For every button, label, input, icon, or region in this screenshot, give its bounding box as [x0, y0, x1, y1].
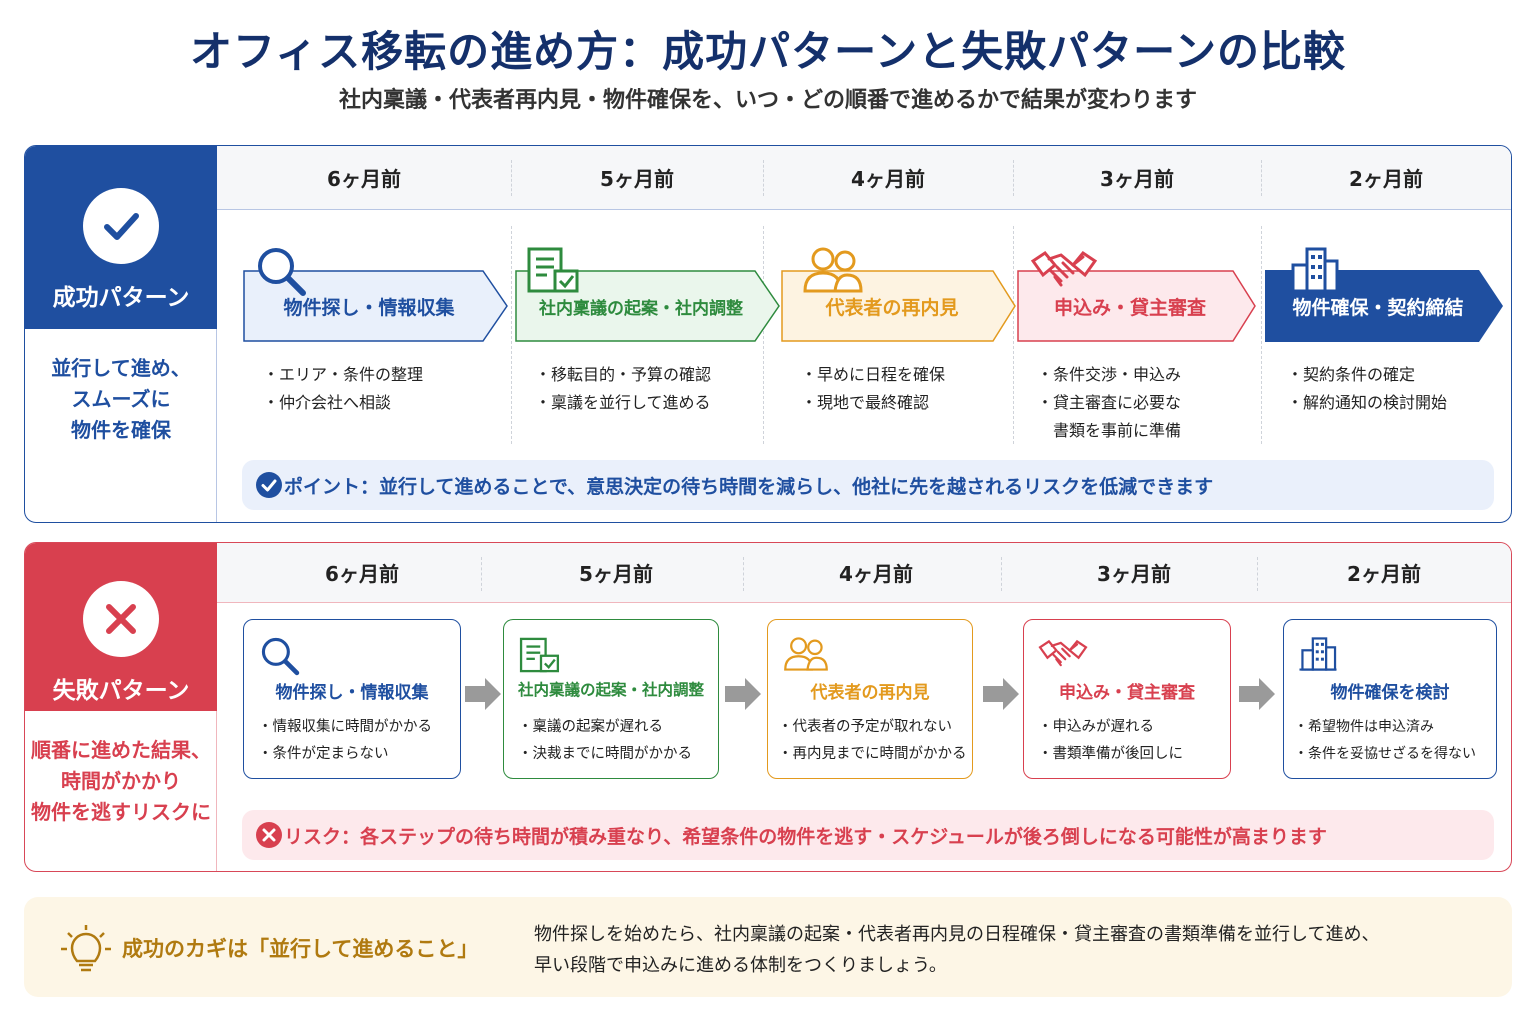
fail-step-3: 代表者の再内見 ・代表者の予定が取れない ・再内見までに時間がかかる [767, 619, 973, 779]
step-title: 物件探し・情報収集 [275, 683, 429, 703]
handshake-icon [1030, 243, 1098, 301]
success-month-header: 6ヶ月前 5ヶ月前 4ヶ月前 3ヶ月前 2ヶ月前 [217, 146, 1511, 210]
key-text: 物件探しを始めたら、社内稟議の起案・代表者再内見の日程確保・貸主審査の書類準備を… [534, 924, 1380, 976]
month-label: 5ヶ月前 [579, 562, 653, 586]
step-title: 物件探し・情報収集 [283, 296, 455, 319]
fail-label: 失敗パターン [52, 678, 190, 704]
fail-step-2: 社内稟議の起案・社内調整 ・稟議の起案が遅れる ・決裁までに時間がかかる [503, 619, 719, 779]
month-label: 5ヶ月前 [600, 167, 674, 191]
fail-step-1: 物件探し・情報収集 ・情報収集に時間がかかる ・条件が定まらない [243, 619, 461, 779]
fail-step-5: 物件確保を検討 ・希望物件は申込済み ・条件を妥協せざるを得ない [1283, 619, 1497, 779]
fail-step-4: 申込み・貸主審査 ・申込みが遅れる ・書類準備が後回しに [1023, 619, 1231, 779]
fail-risk-bar: リスク：各ステップの待ち時間が積み重なり、希望条件の物件を逃す・スケジュールが後… [242, 810, 1494, 860]
step-bullets: ・早めに日程を確保 ・現地で最終確認 [801, 365, 946, 412]
document-check-icon [518, 634, 564, 680]
step-bullets: ・契約条件の確定 ・解約通知の検討開始 [1287, 365, 1448, 412]
fail-header: 失敗パターン [25, 543, 217, 711]
step-title: 申込み・貸主審査 [1059, 683, 1195, 703]
check-circle-icon [83, 188, 159, 264]
success-header: 成功パターン [25, 146, 217, 329]
step-bullets: ・エリア・条件の整理 ・仲介会社へ相談 [263, 365, 424, 412]
document-check-icon [525, 243, 585, 301]
arrow-right-icon [463, 677, 503, 715]
step-bullets: ・申込みが遅れる ・書類準備が後回しに [1038, 719, 1183, 762]
people-icon [782, 634, 830, 678]
success-step-2: 社内稟議の起案・社内調整 [515, 270, 781, 342]
step-bullets: ・移転目的・予算の確認 ・稟議を並行して進める [535, 365, 712, 412]
fail-description: 順番に進めた結果、 時間がかかり 物件を逃すリスクに [31, 738, 211, 824]
month-label: 4ヶ月前 [839, 562, 913, 586]
month-label: 2ヶ月前 [1347, 562, 1421, 586]
step-bullets: ・条件交渉・申込み ・貸主審査に必要な 書類を事前に準備 [1037, 365, 1182, 440]
success-point-bar: ポイント：並行して進めることで、意思決定の待ち時間を減らし、他社に先を越されるリ… [242, 460, 1494, 510]
fail-pattern-panel: 失敗パターン 順番に進めた結果、 時間がかかり 物件を逃すリスクに 6ヶ月前 5… [24, 542, 1512, 872]
step-title: 代表者の再内見 [825, 296, 959, 319]
fail-sidebar: 失敗パターン 順番に進めた結果、 時間がかかり 物件を逃すリスクに [25, 543, 217, 871]
success-step-4: 申込み・貸主審査 [1017, 270, 1257, 342]
month-label: 6ヶ月前 [325, 562, 399, 586]
step-title: 申込み・貸主審査 [1053, 296, 1206, 319]
building-icon [1287, 243, 1341, 301]
search-icon [253, 243, 307, 301]
success-step-1: 物件探し・情報収集 [243, 270, 509, 342]
page-subtitle: 社内稟議・代表者再内見・物件確保を、いつ・どの順番で進めるかで結果が変わります [338, 88, 1197, 113]
step-bullets: ・稟議の起案が遅れる ・決裁までに時間がかかる [518, 719, 692, 762]
step-title: 社内稟議の起案・社内調整 [539, 298, 743, 319]
step-bullets: ・情報収集に時間がかかる ・条件が定まらない [258, 719, 432, 762]
search-icon [258, 634, 300, 680]
month-label: 3ヶ月前 [1097, 562, 1171, 586]
cross-circle-icon [256, 822, 282, 853]
building-icon [1298, 634, 1338, 678]
month-label: 6ヶ月前 [327, 167, 401, 191]
check-circle-icon [256, 472, 282, 503]
arrow-right-icon [981, 677, 1021, 715]
lightbulb-icon [60, 925, 112, 979]
step-title: 代表者の再内見 [810, 683, 930, 703]
arrow-right-icon [723, 677, 763, 715]
handshake-icon [1038, 634, 1088, 678]
month-label: 4ヶ月前 [851, 167, 925, 191]
month-label: 3ヶ月前 [1100, 167, 1174, 191]
risk-text: リスク：各ステップの待ち時間が積み重なり、希望条件の物件を逃す・スケジュールが後… [284, 825, 1327, 848]
step-title: 物件確保を検討 [1330, 683, 1450, 703]
success-description: 並行して進め、 スムーズに 物件を確保 [51, 356, 191, 442]
step-title: 物件確保・契約締結 [1292, 296, 1464, 319]
fail-month-header: 6ヶ月前 5ヶ月前 4ヶ月前 3ヶ月前 2ヶ月前 [217, 543, 1511, 603]
month-label: 2ヶ月前 [1349, 167, 1423, 191]
page-title: オフィス移転の進め方：成功パターンと失敗パターンの比較 [190, 27, 1346, 76]
step-title: 社内稟議の起案・社内調整 [517, 681, 704, 699]
people-icon [801, 243, 865, 301]
step-bullets: ・希望物件は申込済み ・条件を妥協せざるを得ない [1294, 719, 1476, 762]
cross-circle-icon [83, 581, 159, 657]
success-pattern-panel: 成功パターン 並行して進め、 スムーズに 物件を確保 6ヶ月前 5ヶ月前 4ヶ月… [24, 145, 1512, 523]
arrow-right-icon [1237, 677, 1277, 715]
success-key-box: 成功のカギは「並行して進めること」 物件探しを始めたら、社内稟議の起案・代表者再… [24, 897, 1512, 997]
key-title: 成功のカギは「並行して進めること」 [122, 937, 479, 961]
step-bullets: ・代表者の予定が取れない ・再内見までに時間がかかる [778, 719, 967, 762]
point-text: ポイント：並行して進めることで、意思決定の待ち時間を減らし、他社に先を越されるリ… [284, 475, 1214, 498]
success-label: 成功パターン [52, 285, 190, 311]
success-sidebar: 成功パターン 並行して進め、 スムーズに 物件を確保 [25, 146, 217, 522]
